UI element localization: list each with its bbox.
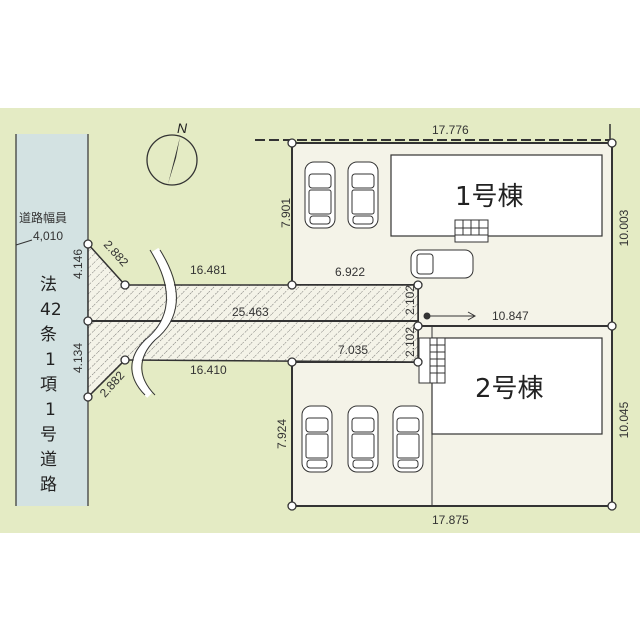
road-width-value: 4,010 xyxy=(33,229,63,243)
svg-text:10.045: 10.045 xyxy=(617,401,631,438)
boundary-points xyxy=(83,138,617,511)
car-icon xyxy=(347,161,379,229)
car-icon xyxy=(301,405,333,473)
svg-text:6.922: 6.922 xyxy=(335,265,365,279)
car-icon xyxy=(347,405,379,473)
car-icon xyxy=(392,405,424,473)
svg-text:42: 42 xyxy=(40,300,62,320)
svg-text:法: 法 xyxy=(40,275,57,295)
svg-text:道: 道 xyxy=(40,450,57,470)
car-icon xyxy=(304,161,336,229)
svg-text:号: 号 xyxy=(40,425,57,445)
arrow-icon xyxy=(423,311,477,321)
svg-text:1: 1 xyxy=(45,350,56,370)
svg-text:4.134: 4.134 xyxy=(71,343,85,373)
svg-text:10.847: 10.847 xyxy=(492,309,529,323)
entrance-steps-1 xyxy=(454,219,489,243)
building-2-label: 2号棟 xyxy=(475,374,544,404)
road-width-label: 道路幅員 xyxy=(19,210,67,225)
building-1 xyxy=(390,154,603,237)
svg-text:2.102: 2.102 xyxy=(403,285,417,315)
svg-text:16.481: 16.481 xyxy=(190,263,227,277)
svg-text:7.924: 7.924 xyxy=(275,419,289,449)
svg-text:7.901: 7.901 xyxy=(279,198,293,228)
building-1-label: 1号棟 xyxy=(455,182,524,212)
svg-text:7.035: 7.035 xyxy=(338,343,368,357)
svg-text:路: 路 xyxy=(40,475,57,495)
car-icon xyxy=(410,249,474,279)
svg-text:4.146: 4.146 xyxy=(71,249,85,279)
svg-text:項: 項 xyxy=(40,375,57,395)
svg-text:25.463: 25.463 xyxy=(232,305,269,319)
svg-text:17.776: 17.776 xyxy=(432,123,469,137)
road-type-label: 法 42 条 1 項 1 号 道 路 xyxy=(40,275,62,495)
svg-text:17.875: 17.875 xyxy=(432,513,469,527)
svg-text:条: 条 xyxy=(40,325,57,345)
svg-text:2.102: 2.102 xyxy=(403,327,417,357)
svg-text:N: N xyxy=(177,120,188,136)
road-strip xyxy=(16,134,88,506)
building-2 xyxy=(431,337,603,435)
entrance-steps-2 xyxy=(418,337,446,384)
svg-text:10.003: 10.003 xyxy=(617,209,631,246)
north-compass-icon: N xyxy=(146,120,198,186)
svg-text:1: 1 xyxy=(45,400,56,420)
svg-text:16.410: 16.410 xyxy=(190,363,227,377)
